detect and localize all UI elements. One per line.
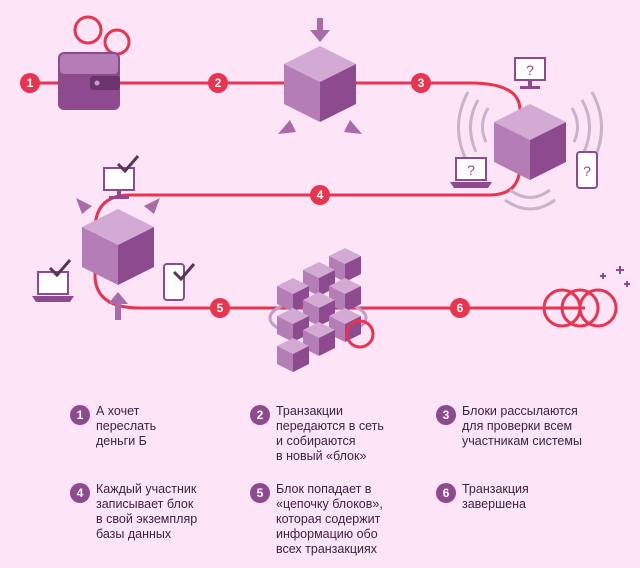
legend-text: Каждый участник записывает блок в свой э… [96,482,198,541]
legend-step-2: 2 Транзакции передаются в сеть и собираю… [250,404,384,464]
svg-text:6: 6 [457,301,464,315]
broadcast-cube-icon [494,104,566,180]
record-arrows-icon [76,198,160,320]
step-badge-6: 6 [450,298,470,318]
legend-num: 1 [70,405,90,425]
svg-text:5: 5 [217,301,224,315]
desktop-check-icon [103,154,140,199]
laptop-check-icon [32,258,74,302]
legend-step-3: 3 Блоки рассылаются для проверки всем уч… [436,404,582,449]
wallet-icon [58,15,131,110]
blockchain-stack-icon [268,248,375,372]
steps-legend: 1 А хочет переслать деньги Б 2 Транзакци… [0,400,640,568]
svg-text:4: 4 [317,188,324,202]
blockchain-process-diagram: ? ? ? [20,15,630,372]
step-badge-1: 1 [20,73,40,93]
step-badge-4: 4 [310,185,330,205]
question-mark: ? [583,163,591,179]
incoming-arrows-icon [278,18,362,134]
svg-text:2: 2 [215,76,222,90]
question-mark: ? [526,62,534,78]
completed-coins-icon [542,288,618,328]
step-badge-2: 2 [208,73,228,93]
legend-step-1: 1 А хочет переслать деньги Б [70,404,156,449]
svg-text:1: 1 [27,76,34,90]
legend-num: 5 [250,483,270,503]
participant-cube-icon [82,209,154,285]
phone-check-icon [163,262,196,301]
desktop-question-icon: ? [514,57,546,89]
legend-text: Транзакция завершена [462,482,529,511]
step-badge-5: 5 [210,298,230,318]
question-mark: ? [467,162,475,178]
legend-text: Блок попадает в «цепочку блоков», котора… [276,482,383,556]
legend-step-4: 4 Каждый участник записывает блок в свой… [70,482,197,542]
step-badge-3: 3 [411,73,431,93]
new-block-cube-icon [284,46,356,122]
legend-num: 3 [436,405,456,425]
svg-text:3: 3 [418,76,425,90]
legend-step-6: 6 Транзакция завершена [436,482,529,512]
signal-waves-icon [456,91,604,211]
legend-text: Блоки рассылаются для проверки всем учас… [462,404,582,448]
legend-step-5: 5 Блок попадает в «цепочку блоков», кото… [250,482,383,557]
legend-text: Транзакции передаются в сеть и собираютс… [276,404,384,463]
laptop-question-icon: ? [450,157,492,188]
legend-num: 6 [436,483,456,503]
legend-num: 2 [250,405,270,425]
legend-num: 4 [70,483,90,503]
legend-text: А хочет переслать деньги Б [96,404,157,448]
phone-question-icon: ? [576,151,598,189]
sparkle-icon [600,266,630,287]
